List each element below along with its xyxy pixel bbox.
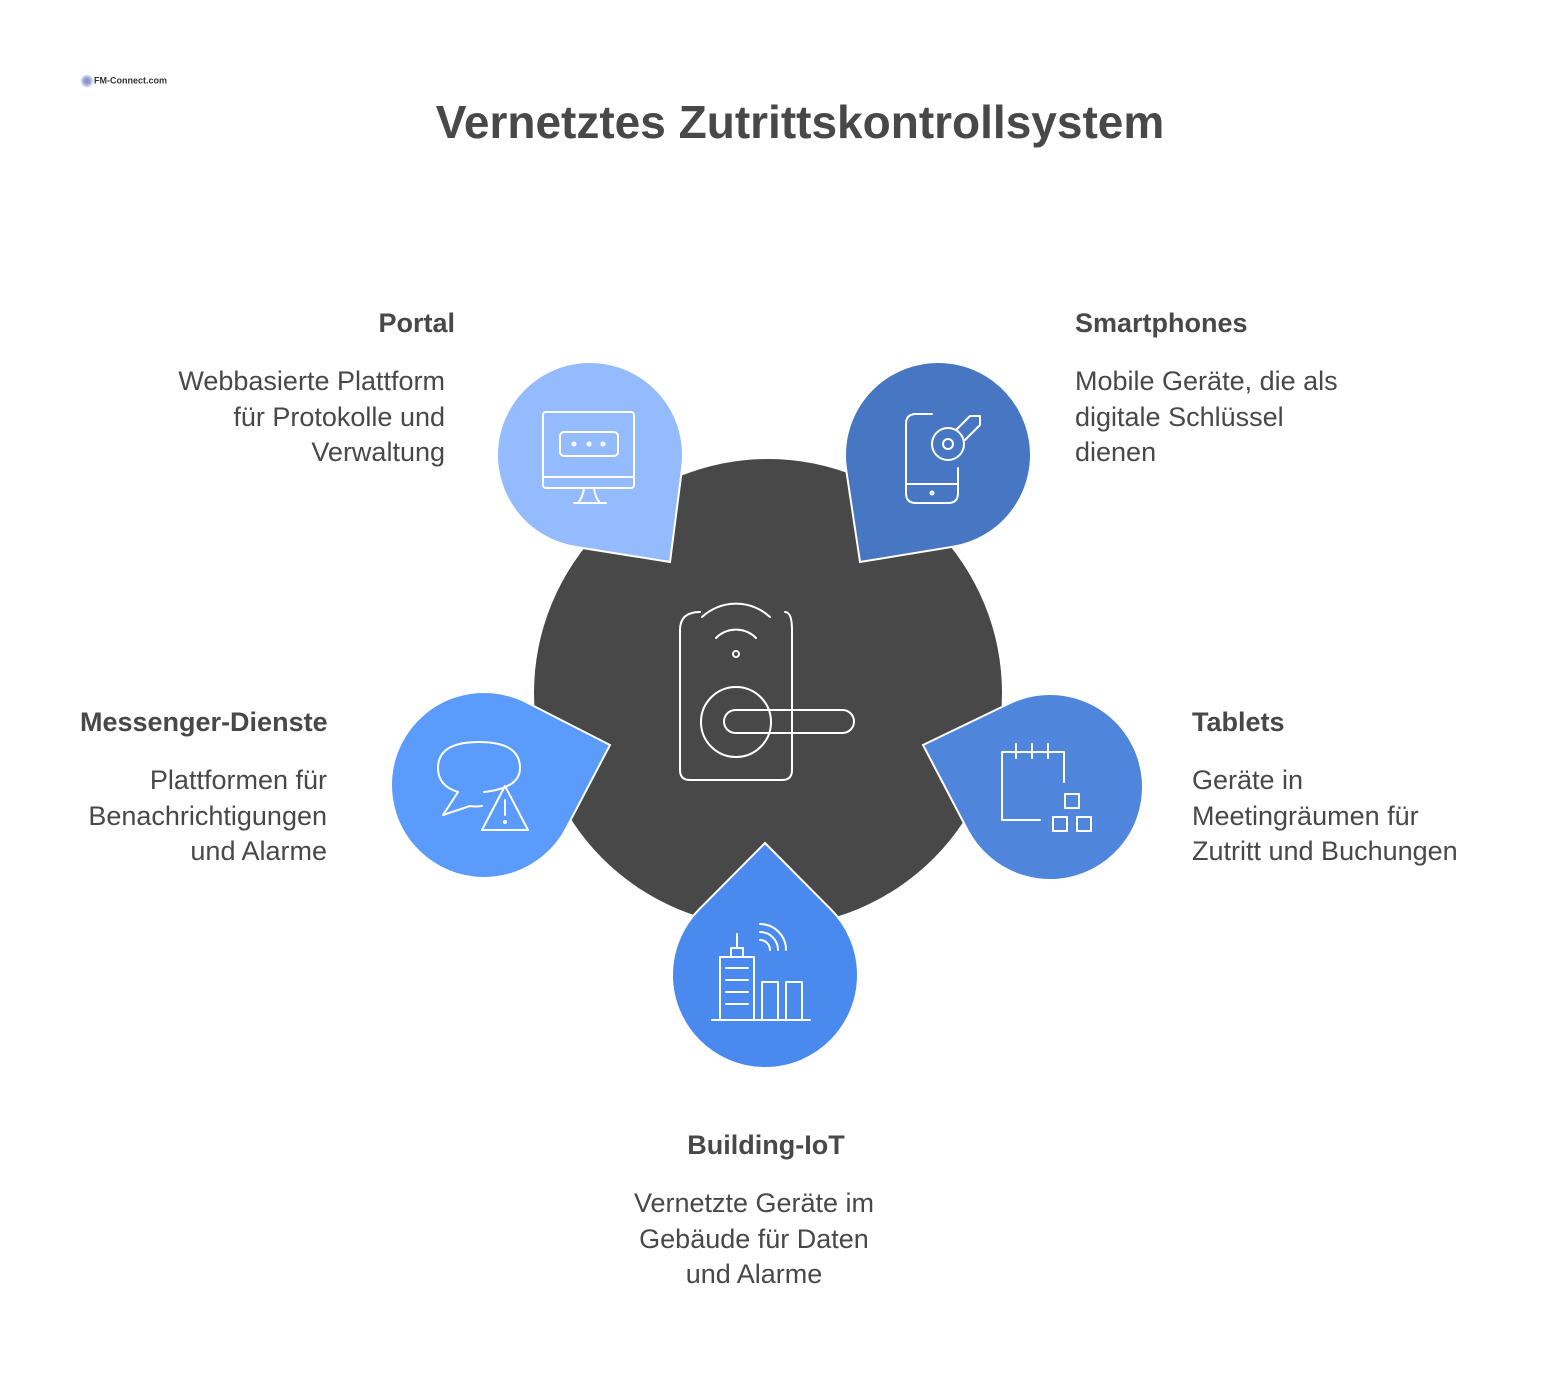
building-description: Vernetzte Geräte im Gebäude für Daten un… [633, 1188, 875, 1289]
smartphones-title: Smartphones [1075, 308, 1248, 338]
tablets-title: Tablets [1192, 707, 1285, 737]
messenger-title: Messenger-Dienste [80, 707, 328, 737]
portal-node [496, 361, 684, 564]
building-node [671, 841, 859, 1069]
page-title: Vernetztes Zutrittskontrollsystem [435, 96, 1165, 148]
phone-key-icon [905, 413, 981, 504]
logo-mark-icon [80, 74, 94, 88]
tablets-description: Geräte in Meetingräumen für Zutritt und … [1192, 765, 1458, 866]
smartphones-node [844, 361, 1032, 564]
portal-description: Webbasierte Plattform für Protokolle und… [178, 366, 445, 467]
building-signal-icon [711, 923, 811, 1021]
tablets-node [921, 693, 1144, 881]
building-title: Building-IoT [687, 1130, 845, 1160]
portal-title: Portal [378, 308, 455, 338]
smart-door-lock-icon [679, 602, 855, 781]
calendar-grid-icon [1001, 743, 1092, 832]
messenger-description: Plattformen für Benachrichtigungen und A… [88, 765, 327, 866]
logo: FM-Connect.com [80, 74, 167, 88]
center-hub [534, 459, 1002, 927]
messenger-node [390, 691, 612, 879]
monitor-password-icon [542, 411, 635, 504]
chat-alert-icon [437, 741, 529, 831]
logo-text: FM-Connect.com [94, 75, 167, 86]
smartphones-description: Mobile Geräte, die als digitale Schlüsse… [1075, 366, 1338, 467]
